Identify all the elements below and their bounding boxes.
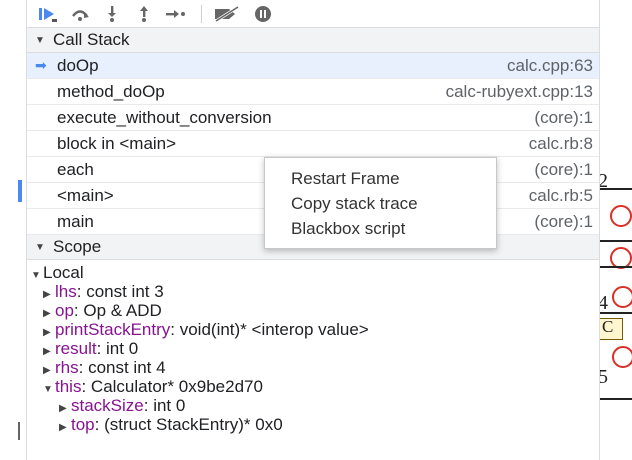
menu-item-blackbox-script[interactable]: Blackbox script: [291, 219, 406, 238]
frame-location[interactable]: (core):1: [534, 159, 593, 179]
frame-location[interactable]: calc.rb:5: [528, 185, 593, 205]
variable-value: Calculator* 0x9be2d70: [90, 377, 263, 396]
menu-item-copy-stack-trace[interactable]: Copy stack trace: [291, 194, 418, 213]
background-circle-marker: [612, 286, 632, 308]
background-glyph: C: [602, 317, 614, 336]
call-stack-context-menu: Restart Frame Copy stack trace Blackbox …: [264, 157, 497, 249]
collapsed-triangle-icon: ▶: [59, 403, 67, 414]
frame-location[interactable]: (core):1: [534, 107, 593, 127]
variable-name: this: [55, 377, 82, 396]
frame-function: block in <main>: [57, 133, 177, 153]
toolbar-separator: [201, 4, 202, 23]
expanded-triangle-icon: ▼: [31, 270, 41, 281]
background-accent-bar: [18, 422, 20, 440]
collapsed-triangle-icon: ▶: [43, 346, 51, 357]
background-window: 2 4 C 5: [598, 0, 632, 460]
collapsed-triangle-icon: ▶: [43, 308, 51, 319]
frame-location[interactable]: calc.rb:8: [528, 133, 593, 153]
step-out-button[interactable]: [133, 3, 155, 25]
frame-location[interactable]: calc.cpp:63: [507, 55, 593, 75]
pause-on-exceptions-button[interactable]: [252, 3, 274, 25]
step-button[interactable]: [165, 3, 187, 25]
background-glyph: 4: [598, 292, 608, 314]
scope-variable[interactable]: ▶printStackEntry: void(int)* <interop va…: [27, 320, 599, 339]
scope-variable[interactable]: ▶stackSize: int 0: [27, 396, 599, 415]
resume-icon: [39, 7, 57, 22]
scope-tree: ▼Local ▶lhs: const int 3 ▶op: Op & ADD ▶…: [27, 260, 599, 434]
breakpoints-off-icon: [215, 5, 239, 22]
call-frame-row[interactable]: method_doOp calc-rubyext.cpp:13: [27, 79, 599, 105]
variable-name: printStackEntry: [55, 320, 171, 339]
step-icon: [166, 9, 185, 18]
variable-name: op: [55, 301, 74, 320]
frame-function: method_doOp: [57, 81, 165, 101]
scope-variable[interactable]: ▶rhs: const int 4: [27, 358, 599, 377]
background-circle-marker: [612, 346, 632, 368]
call-frame-row[interactable]: ➡ doOp calc.cpp:63: [27, 53, 599, 79]
frame-function: <main>: [57, 185, 114, 205]
debugger-sidebar: ▼ Call Stack ➡ doOp calc.cpp:63 method_do…: [26, 0, 600, 460]
background-glyph: 5: [598, 366, 608, 388]
scope-title: Scope: [53, 237, 102, 256]
scope-local-label: Local: [43, 263, 84, 282]
variable-value: int 0: [106, 339, 139, 358]
call-frame-row[interactable]: block in <main> calc.rb:8: [27, 131, 599, 157]
variable-name: rhs: [55, 358, 79, 377]
background-glyph: 2: [598, 170, 608, 192]
scope-variable[interactable]: ▶result: int 0: [27, 339, 599, 358]
step-over-button[interactable]: [69, 3, 91, 25]
variable-value: void(int)* <interop value>: [179, 320, 369, 339]
variable-name: top: [71, 415, 95, 434]
step-out-icon: [140, 5, 148, 22]
background-circle-marker: [610, 205, 632, 227]
background-rule: [598, 240, 632, 242]
call-stack-title: Call Stack: [53, 30, 130, 49]
collapse-triangle-icon: ▼: [35, 241, 45, 253]
background-rule: [598, 188, 632, 190]
pause-icon: [255, 5, 271, 22]
call-frame-row[interactable]: execute_without_conversion (core):1: [27, 105, 599, 131]
scope-variable[interactable]: ▶op: Op & ADD: [27, 301, 599, 320]
background-rule: [598, 266, 632, 268]
menu-item-restart-frame[interactable]: Restart Frame: [291, 169, 400, 188]
expanded-triangle-icon: ▼: [43, 384, 53, 395]
frame-function: main: [57, 211, 94, 231]
collapsed-triangle-icon: ▶: [59, 422, 67, 433]
deactivate-breakpoints-button[interactable]: [212, 3, 242, 25]
background-accent-bar: [18, 180, 22, 202]
frame-function: execute_without_conversion: [57, 107, 272, 127]
background-rule: [598, 398, 632, 400]
variable-value: const int 4: [88, 358, 166, 377]
resume-button[interactable]: [37, 3, 59, 25]
collapsed-triangle-icon: ▶: [43, 327, 51, 338]
variable-value: int 0: [153, 396, 186, 415]
frame-location[interactable]: calc-rubyext.cpp:13: [445, 81, 593, 101]
step-over-icon: [72, 9, 89, 21]
scope-local-group[interactable]: ▼Local: [27, 263, 599, 282]
collapse-triangle-icon: ▼: [35, 34, 45, 46]
variable-name: result: [55, 339, 97, 358]
debugger-toolbar: [27, 0, 599, 28]
frame-function: doOp: [57, 55, 99, 75]
variable-value: Op & ADD: [83, 301, 162, 320]
background-rule: [598, 312, 632, 314]
frame-location[interactable]: (core):1: [534, 211, 593, 231]
collapsed-triangle-icon: ▶: [43, 365, 51, 376]
step-into-button[interactable]: [101, 3, 123, 25]
current-frame-arrow-icon: ➡: [35, 57, 47, 73]
variable-name: lhs: [55, 282, 77, 301]
call-stack-header[interactable]: ▼ Call Stack: [27, 28, 599, 53]
variable-name: stackSize: [71, 396, 144, 415]
collapsed-triangle-icon: ▶: [43, 289, 51, 300]
variable-value: (struct StackEntry)* 0x0: [104, 415, 283, 434]
variable-value: const int 3: [86, 282, 164, 301]
step-into-icon: [108, 5, 116, 22]
scope-variable[interactable]: ▶lhs: const int 3: [27, 282, 599, 301]
scope-variable[interactable]: ▶top: (struct StackEntry)* 0x0: [27, 415, 599, 434]
frame-function: each: [57, 159, 94, 179]
scope-variable[interactable]: ▼this: Calculator* 0x9be2d70: [27, 377, 599, 396]
background-circle-marker: [610, 247, 632, 269]
